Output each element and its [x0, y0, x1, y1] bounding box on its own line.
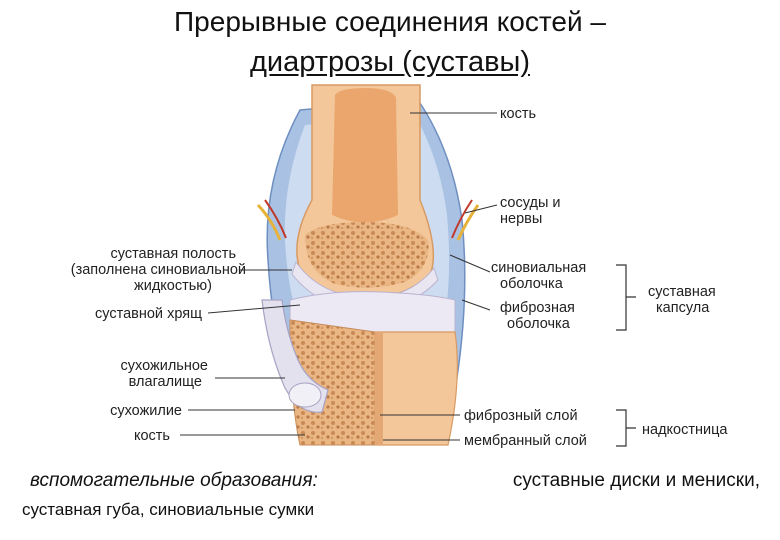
lower-cartilage [289, 291, 456, 333]
label-capsule-2: капсула [656, 300, 710, 316]
vessels-left-red [264, 199, 287, 239]
marrow-canal [332, 88, 398, 223]
label-bone-bottom: кость [134, 428, 170, 444]
page-title-line2: диартрозы (суставы) [250, 46, 530, 78]
page-title-line1: Прерывные соединения костей – [174, 6, 606, 37]
capsule-bracket [616, 264, 636, 331]
label-tendon: сухожилие [110, 403, 182, 419]
label-fibrous-1: фиброзная [500, 300, 575, 316]
label-cavity-3: жидкостью) [134, 278, 212, 294]
label-fibrous-2: оболочка [507, 316, 571, 332]
footer-line1: вспомогательные образования: суставные д… [30, 470, 760, 492]
label-capsule-1: суставная [648, 284, 716, 300]
upper-spongy-bone [305, 222, 429, 288]
periosteum-bracket [616, 409, 636, 447]
label-vessels-1: сосуды и [500, 195, 561, 211]
vessels-left [256, 203, 282, 241]
label-sheath-1: сухожильное [121, 358, 208, 374]
label-synovial-1: синовиальная [491, 260, 586, 276]
label-cartilage: суставной хрящ [95, 306, 202, 322]
label-bone-top: кость [500, 106, 536, 122]
footer-emphasis: вспомогательные образования: [30, 470, 318, 491]
label-synovial-2: оболочка [500, 276, 564, 292]
footer-line2: суставная губа, синовиальные сумки [22, 500, 315, 519]
tendon [288, 382, 322, 408]
lower-bone-cortex [375, 332, 383, 445]
vessels-right [456, 204, 480, 241]
label-cavity-2: (заполнена синовиальной [71, 262, 246, 278]
footer-line1-rest: суставные диски и мениски, [512, 470, 760, 491]
label-vessels-2: нервы [500, 211, 542, 227]
label-sheath-2: влагалище [129, 374, 202, 390]
lower-bone-side [374, 331, 458, 446]
label-periosteum: надкостница [642, 422, 728, 438]
vessels-right-red [451, 199, 473, 239]
label-cavity-1: суставная полость [110, 246, 236, 262]
label-fibrous-layer: фиброзный слой [464, 408, 578, 424]
leader-lines [180, 112, 498, 441]
label-membrane-layer: мембранный слой [464, 433, 587, 449]
